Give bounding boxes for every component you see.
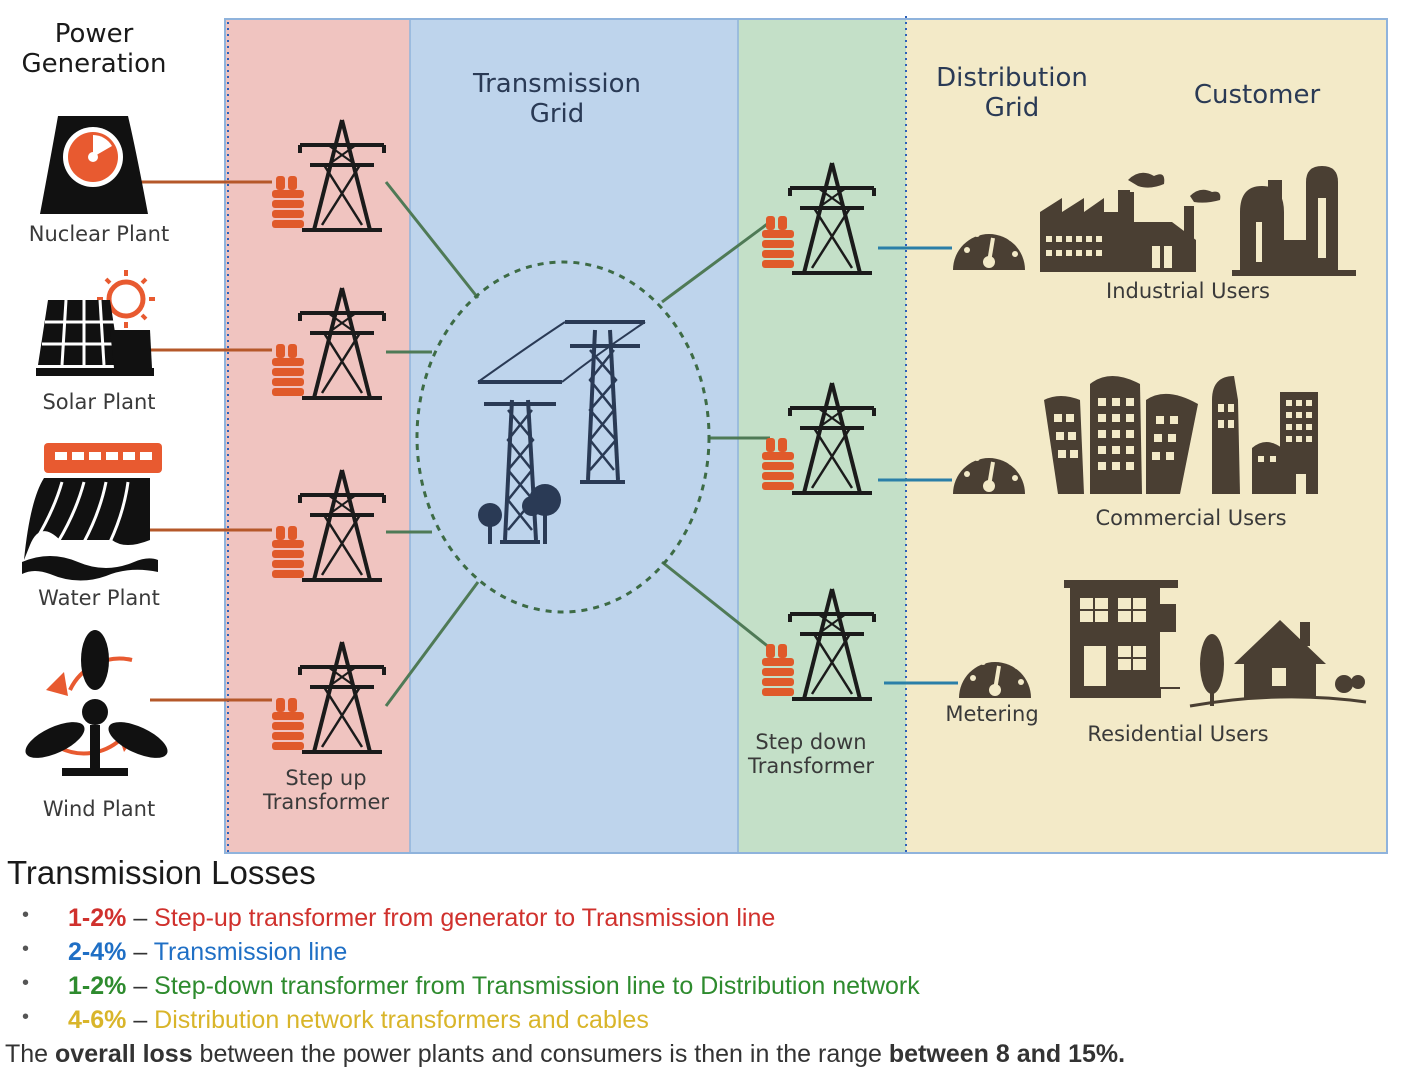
residential-users-icon bbox=[1064, 580, 1367, 708]
overall-loss-summary: The overall loss between the power plant… bbox=[5, 1040, 1126, 1068]
solar-plant-icon bbox=[36, 270, 155, 376]
metering-label: Metering bbox=[945, 702, 1039, 726]
bullet-icon: • bbox=[22, 972, 30, 994]
residential-users-label: Residential Users bbox=[1087, 722, 1269, 746]
transmission-towers-icon bbox=[477, 320, 646, 544]
trees-icon bbox=[478, 484, 561, 544]
transmission-grid-heading: Transmission Grid bbox=[473, 69, 641, 129]
diagram-canvas bbox=[22, 16, 1388, 854]
transmission-losses-section: Transmission Losses • 1-2% – Step-up tra… bbox=[0, 852, 1404, 1086]
loss-description: Distribution network transformers and ca… bbox=[154, 1006, 649, 1034]
customer-heading: Customer bbox=[1193, 80, 1321, 110]
power-grid-diagram: Power Generation Transmission Grid Distr… bbox=[21, 16, 1388, 854]
loss-description: Step-down transformer from Transmission … bbox=[154, 972, 920, 1000]
power-generation-heading: Power Generation bbox=[21, 19, 167, 79]
nuclear-plant-label: Nuclear Plant bbox=[28, 222, 170, 246]
losses-title: Transmission Losses bbox=[7, 854, 316, 891]
loss-description: Step-up transformer from generator to Tr… bbox=[154, 904, 776, 932]
water-plant-icon bbox=[22, 443, 162, 581]
generation-zone bbox=[226, 20, 410, 852]
step-up-transformer-label: Step up Transformer bbox=[262, 766, 389, 815]
loss-percent: 2-4% – Transmission line bbox=[68, 938, 348, 966]
water-plant-label: Water Plant bbox=[38, 586, 160, 610]
industrial-users-label: Industrial Users bbox=[1106, 279, 1270, 303]
step-down-transformer-label: Step down Transformer bbox=[747, 730, 874, 779]
bullet-icon: • bbox=[22, 938, 30, 960]
distribution-grid-heading: Distribution Grid bbox=[936, 63, 1088, 123]
industrial-users-icon bbox=[1040, 166, 1356, 276]
bullet-icon: • bbox=[22, 904, 30, 926]
nuclear-plant-icon bbox=[40, 116, 148, 214]
stepdown-zone bbox=[738, 20, 906, 852]
wind-plant-icon bbox=[25, 630, 168, 776]
loss-description: Transmission line bbox=[153, 938, 348, 966]
bullet-icon: • bbox=[22, 1006, 30, 1028]
commercial-users-label: Commercial Users bbox=[1095, 506, 1287, 530]
commercial-users-icon bbox=[1044, 376, 1318, 494]
loss-percent: 1-2% – Step-up transformer from generato… bbox=[68, 904, 776, 932]
transmission-zone bbox=[410, 20, 738, 852]
solar-plant-label: Solar Plant bbox=[42, 390, 156, 414]
wind-plant-label: Wind Plant bbox=[42, 797, 156, 821]
loss-percent: 4-6% – Distribution network transformers… bbox=[68, 1006, 649, 1034]
loss-percent: 1-2% – Step-down transformer from Transm… bbox=[68, 972, 920, 1000]
transmission-grid-ellipse bbox=[415, 260, 711, 614]
